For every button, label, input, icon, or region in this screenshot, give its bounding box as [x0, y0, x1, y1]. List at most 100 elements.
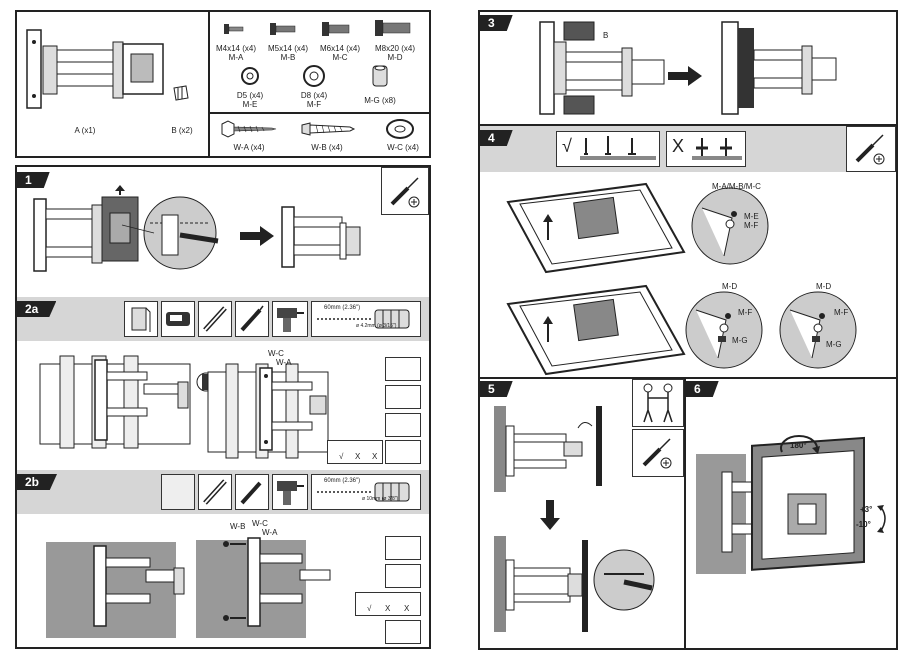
step-3-number: 3	[480, 15, 513, 31]
step-4-callout-m-f-2: M-F	[738, 308, 753, 317]
step-2b-w-c-callout: W-C	[252, 519, 268, 528]
arrow-right-icon-2	[668, 66, 702, 86]
step-4-callout-m-g: M-G	[732, 336, 748, 345]
w-b-label: W-B (x4)	[311, 143, 343, 152]
drill-icon	[277, 308, 304, 332]
step-2a-check-box-4	[385, 440, 421, 464]
step-4-check-mark: √	[562, 136, 572, 156]
washer-w-c-icon	[386, 119, 414, 139]
step-5-hang-tv-illustration	[494, 406, 602, 492]
step-6-tilt-up: +3°	[860, 505, 873, 514]
step-2a-mounted-wall-illustration	[207, 363, 329, 459]
step-4-callout-m-d-2: M-D	[816, 282, 832, 291]
washer-m-f-code: M-F	[306, 100, 322, 109]
step-4-detail-circle-3	[779, 291, 857, 369]
step-2a-wood-wall-illustration	[39, 355, 191, 449]
spacer-b-illustration	[173, 85, 189, 101]
step-6-rotate-label: 180°	[790, 441, 807, 450]
step-2a-torque-box	[327, 440, 383, 464]
wood-stud-icon	[131, 307, 151, 332]
level-icon	[203, 306, 227, 332]
step-2b-anchored-wall-illustration	[196, 537, 331, 638]
step-2b-drill-box	[385, 620, 421, 644]
spacer-b-label: B (x2)	[171, 126, 193, 135]
w-c-label: W-C (x4)	[387, 143, 419, 152]
step-1-number: 1	[17, 172, 50, 188]
screwdriver-icon-2	[855, 134, 885, 165]
step-2a-check-mark: √	[339, 452, 344, 461]
step-1-bracket-result-illustration	[281, 206, 361, 268]
screwdriver-icon-3	[642, 438, 672, 469]
parts-divider-vertical	[208, 10, 210, 158]
step-2b-concrete-tool	[161, 474, 195, 510]
washer-m-f-size: D8 (x4)	[300, 91, 328, 100]
screwdriver-icon	[390, 177, 420, 208]
step-3-spacer-install-illustration	[539, 21, 665, 115]
step-5-6-divider	[684, 377, 686, 650]
washer-m-e-size: D5 (x4)	[236, 91, 264, 100]
screw-m-c-size: M6x14 (x4)	[319, 44, 360, 53]
step-2a-check-box-3	[385, 413, 421, 437]
step-4-divider	[480, 124, 898, 126]
step-5-number: 5	[480, 381, 513, 397]
step-2a-cross-mark-1: X	[355, 452, 361, 461]
step-4-number: 4	[480, 130, 513, 146]
lag-screw-w-a-icon	[221, 120, 277, 138]
step-3-result-illustration	[721, 21, 837, 115]
step-2b-w-b-callout: W-B	[230, 522, 246, 531]
wall-anchor-w-b-icon	[301, 122, 356, 136]
step-3-b-callout: B	[603, 31, 609, 40]
step-2b-number: 2b	[17, 474, 58, 490]
washer-m-e-icon	[241, 67, 259, 85]
arrow-right-icon	[240, 226, 274, 246]
spacer-m-g-icon	[372, 65, 388, 87]
drill-icon-2	[277, 481, 304, 505]
step-2b-drill-depth: 60mm (2.36")	[324, 478, 361, 484]
level-icon-2	[203, 479, 227, 505]
pencil-icon-2	[240, 481, 262, 505]
step-2b-torque-box	[355, 592, 421, 616]
screw-m-b-code: M-B	[280, 53, 296, 62]
step-4-correct-assembly-icons	[580, 136, 656, 160]
step-2a-cross-mark-2: X	[372, 452, 378, 461]
spacer-m-g-code: M-G (x8)	[364, 96, 396, 105]
masonry-bit-icon	[317, 482, 410, 502]
step-2b-check-mark: √	[367, 604, 372, 613]
washer-m-e-code: M-E	[242, 100, 258, 109]
screw-m-b-icon	[270, 23, 296, 35]
arrow-down-icon	[540, 500, 560, 530]
bracket-a-label: A (x1)	[74, 126, 96, 135]
screw-m-a-icon	[224, 24, 244, 34]
screw-m-c-code: M-C	[332, 53, 348, 62]
pencil-icon	[240, 305, 264, 332]
step-4-callout-m-d: M-D	[722, 282, 738, 291]
step-5-divider-top	[480, 377, 898, 379]
step-4-cross-mark: X	[672, 136, 685, 156]
screw-m-d-size: M8x20 (x4)	[374, 44, 415, 53]
step-4-tv-back-illustration-1	[506, 182, 686, 274]
step-2a-drill-diameter: ø 4.2mm (ø 3/16")	[356, 323, 397, 329]
step-4-wrong-assembly-icons	[692, 138, 742, 160]
drill-bit-icon	[317, 309, 410, 329]
step-2b-check-box-2	[385, 564, 421, 588]
rotate-arrow-icon	[780, 435, 820, 454]
step-4-tv-back-illustration-2	[506, 284, 686, 376]
tilt-arrow-icon	[877, 505, 886, 533]
step-2b-cross-mark-2: X	[404, 604, 410, 613]
screw-m-d-code: M-D	[387, 53, 403, 62]
screw-m-a-code: M-A	[228, 53, 244, 62]
step-2a-number: 2a	[17, 301, 57, 317]
w-a-label: W-A (x4)	[233, 143, 265, 152]
wall-bracket-illustration	[26, 29, 164, 109]
step-2a-check-box-2	[385, 385, 421, 409]
step-6-number: 6	[686, 381, 719, 397]
step-2b-cross-mark-1: X	[385, 604, 391, 613]
step-5-two-person-box	[632, 379, 684, 427]
step-4-callout-m-e: M-E	[744, 212, 759, 221]
screw-m-d-icon	[375, 20, 411, 36]
step-6-tv-adjust-illustration	[696, 436, 865, 574]
step-4-callout-screws: M-A/M-B/M-C	[712, 182, 761, 191]
step-4-callout-m-g-2: M-G	[826, 340, 842, 349]
step-2a-drill-depth: 60mm (2.36")	[324, 305, 361, 311]
step-4-callout-m-f-3: M-F	[834, 308, 849, 317]
